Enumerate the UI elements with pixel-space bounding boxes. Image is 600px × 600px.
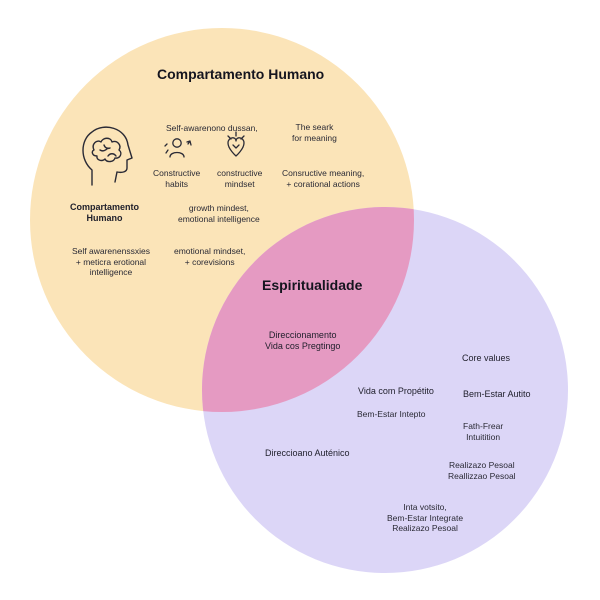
direccioano-label: Direccioano Auténico <box>265 448 350 458</box>
bem-estar-autito-label: Bem-Estar Autito <box>463 389 531 399</box>
brain-label: Compartamento Humano <box>70 202 140 224</box>
heart-shield-icon <box>227 131 245 157</box>
self-awareness-bottom-label: Self awarenenssxies + meticra erotional … <box>72 246 150 278</box>
faith-fear-label: Fath-Frear Intuitition <box>463 421 504 442</box>
search-meaning-label: The seark for meaning <box>292 122 337 143</box>
head-brain-icon <box>82 126 133 186</box>
person-growth-icon <box>164 138 192 158</box>
left-circle-title: Compartamento Humano <box>157 66 325 82</box>
core-values-label: Core values <box>462 353 511 363</box>
bottom-label: Inta votsito, Bem-Estar Integrate Realiz… <box>387 502 464 534</box>
bem-estar-intepto-label: Bem-Estar Intepto <box>357 409 426 419</box>
growth-mindset-label: growth mindest, emotional intelligence <box>178 203 260 224</box>
constructive-habits-label: Constructive habits <box>153 168 201 189</box>
overlap-title: Espiritualidade <box>262 277 363 293</box>
realizacao-label: Realizazo Pesoal Reallizzao Pesoal <box>448 460 516 481</box>
constructive-mindset-label: constructive mindset <box>217 168 263 189</box>
constructive-meaning-label: Consructive meaning, + corational action… <box>282 168 365 189</box>
overlap-text: Direccionamento Vida cos Pregtingo <box>265 330 341 352</box>
self-awareness-top-label: Self-awarenono dussan, <box>166 123 258 133</box>
emotional-mindset-label: emotional mindset, + corevisions <box>174 246 246 267</box>
vida-proposito-label: Vida com Propétito <box>358 386 434 396</box>
